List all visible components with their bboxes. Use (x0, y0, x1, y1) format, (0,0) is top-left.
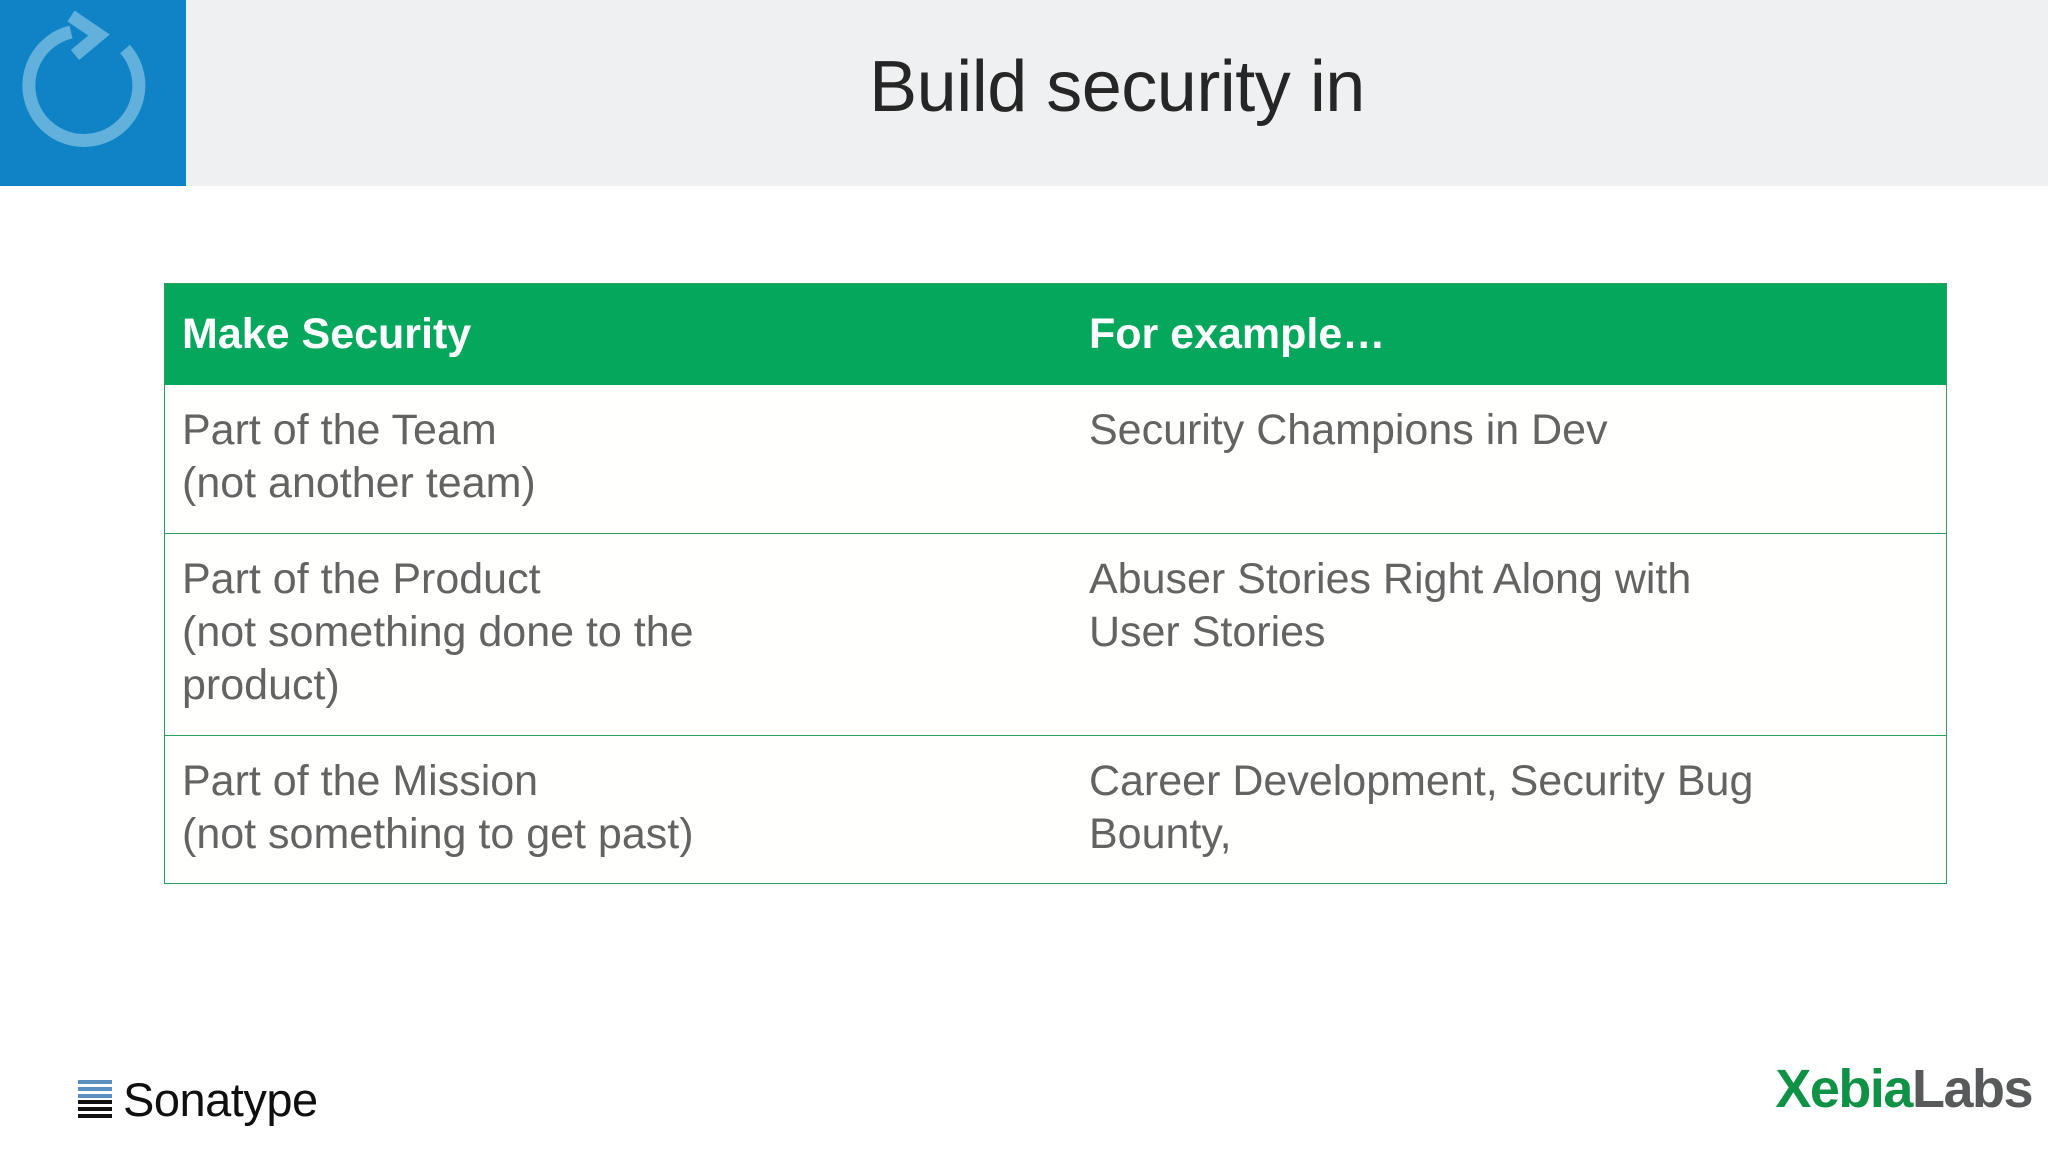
column-header-for-example: For example… (1088, 309, 1386, 358)
cell-line: User Stories (1088, 607, 1326, 656)
cell-line: Abuser Stories Right Along with (1088, 554, 1692, 603)
table-header-row: Make Security For example… (165, 284, 1946, 385)
cell-line: Security Champions in Dev (1088, 406, 1608, 454)
column-header-make-security: Make Security (182, 309, 472, 358)
brand-logo-box (0, 0, 186, 186)
cell-line: (not something done to the (182, 607, 694, 656)
slide-header-band: Build security in (0, 0, 2048, 186)
sonatype-logo: Sonatype (78, 1070, 318, 1128)
xebialabs-logo: XebiaLabs (1775, 1059, 2034, 1119)
cell-line: Part of the Product (182, 554, 541, 603)
cell-line: Bounty, (1088, 809, 1232, 858)
cell-line: (not something to get past) (182, 809, 694, 858)
cell-for-example: Career Development, Security Bug Bounty, (1085, 736, 1946, 884)
cell-line: (not another team) (182, 459, 536, 508)
cell-line: product) (182, 661, 340, 710)
cell-make-security: Part of the Team (not another team) (165, 385, 1085, 533)
cell-line: Part of the Mission (182, 756, 539, 805)
sonatype-wordmark: Sonatype (123, 1072, 318, 1126)
page-title: Build security in (869, 47, 1365, 127)
cell-line: Career Development, Security Bug (1088, 756, 1754, 805)
cell-line: Part of the Team (182, 406, 497, 454)
table-row: Part of the Product (not something done … (165, 532, 1946, 735)
cell-make-security: Part of the Mission (not something to ge… (165, 736, 1085, 884)
xebialabs-wordmark-labs: Labs (1911, 1059, 2034, 1119)
table-row: Part of the Team (not another team) Secu… (165, 385, 1946, 533)
xebialabs-wordmark-xebia: Xebia (1775, 1059, 1913, 1119)
cell-for-example: Security Champions in Dev (1085, 385, 1946, 533)
table-row: Part of the Mission (not something to ge… (165, 734, 1946, 884)
sonatype-bars-icon (78, 1080, 112, 1118)
circular-arrow-icon (22, 10, 146, 147)
cell-for-example: Abuser Stories Right Along with User Sto… (1085, 534, 1946, 735)
cell-make-security: Part of the Product (not something done … (165, 534, 1085, 735)
security-practices-table: Make Security For example… Part of the T… (164, 283, 1947, 885)
